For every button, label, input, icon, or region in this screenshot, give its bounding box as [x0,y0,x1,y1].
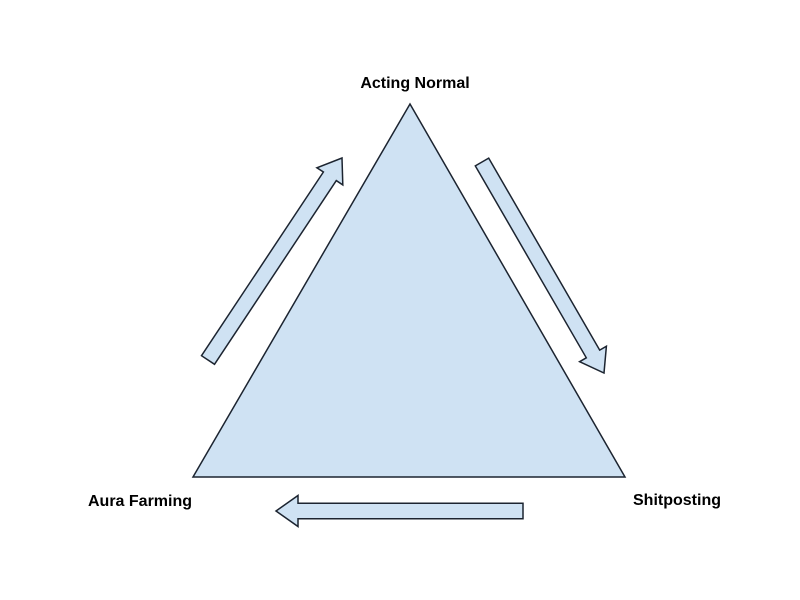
triangle-shape [191,102,627,478]
arrow-aura-farming-to-acting-normal [200,156,344,366]
arrow-acting-normal-to-shitposting [474,157,608,375]
node-label-shitposting: Shitposting [633,492,721,509]
node-label-aura-farming: Aura Farming [87,493,193,510]
node-label-acting-normal: Acting Normal [360,75,470,92]
arrow-shitposting-to-aura-farming [274,494,524,528]
